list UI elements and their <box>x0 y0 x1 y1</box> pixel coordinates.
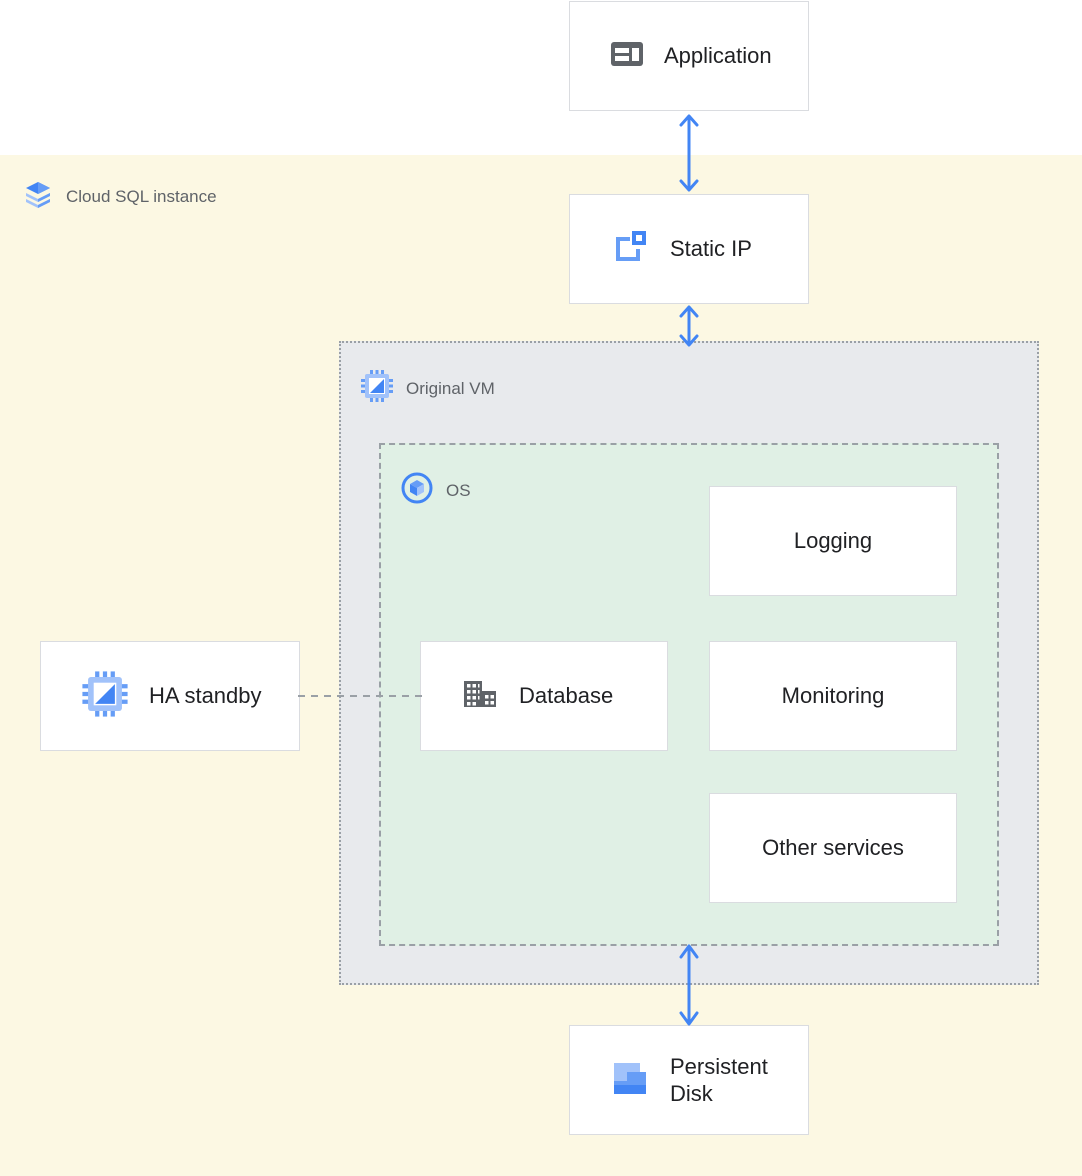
persistent-disk-icon <box>610 1058 650 1103</box>
node-database-label: Database <box>519 683 614 709</box>
node-ha-standby-label: HA standby <box>149 683 262 709</box>
node-monitoring-label: Monitoring <box>781 683 885 709</box>
vm-chip-icon <box>360 369 394 408</box>
node-static-ip-label: Static IP <box>670 236 752 262</box>
node-persistent-disk[interactable]: Persistent Disk <box>569 1025 809 1135</box>
node-persistent-disk-label-line1: Persistent <box>670 1053 768 1079</box>
connector-os-to-persistent-disk <box>679 944 699 1026</box>
node-ha-standby[interactable]: HA standby <box>40 641 300 751</box>
cloud-sql-stack-icon <box>22 178 54 215</box>
database-building-icon <box>461 675 499 718</box>
cloud-sql-instance-label: Cloud SQL instance <box>66 186 217 206</box>
node-other-services-label: Other services <box>762 835 904 861</box>
node-other-services[interactable]: Other services <box>709 793 957 903</box>
node-persistent-disk-label-line2: Disk <box>670 1081 713 1106</box>
node-persistent-disk-label: Persistent Disk <box>670 1053 768 1108</box>
os-label: OS <box>446 480 471 500</box>
node-logging-label: Logging <box>793 528 873 554</box>
node-application-label: Application <box>664 43 772 69</box>
connector-static-ip-to-original-vm <box>679 305 699 347</box>
application-layout-icon <box>610 37 644 76</box>
static-ip-icon <box>610 227 650 272</box>
original-vm-label-group: Original VM <box>360 369 495 408</box>
node-static-ip[interactable]: Static IP <box>569 194 809 304</box>
connector-ha-standby-to-database <box>298 695 424 697</box>
node-application[interactable]: Application <box>569 1 809 111</box>
connector-application-to-static-ip <box>679 114 699 192</box>
vm-chip-icon <box>81 670 129 723</box>
os-label-group: OS <box>400 471 471 510</box>
node-database[interactable]: Database <box>420 641 668 751</box>
os-disk-icon <box>400 471 434 510</box>
original-vm-label: Original VM <box>406 378 495 398</box>
node-monitoring[interactable]: Monitoring <box>709 641 957 751</box>
node-logging[interactable]: Logging <box>709 486 957 596</box>
cloud-sql-instance-label-group: Cloud SQL instance <box>22 178 217 215</box>
